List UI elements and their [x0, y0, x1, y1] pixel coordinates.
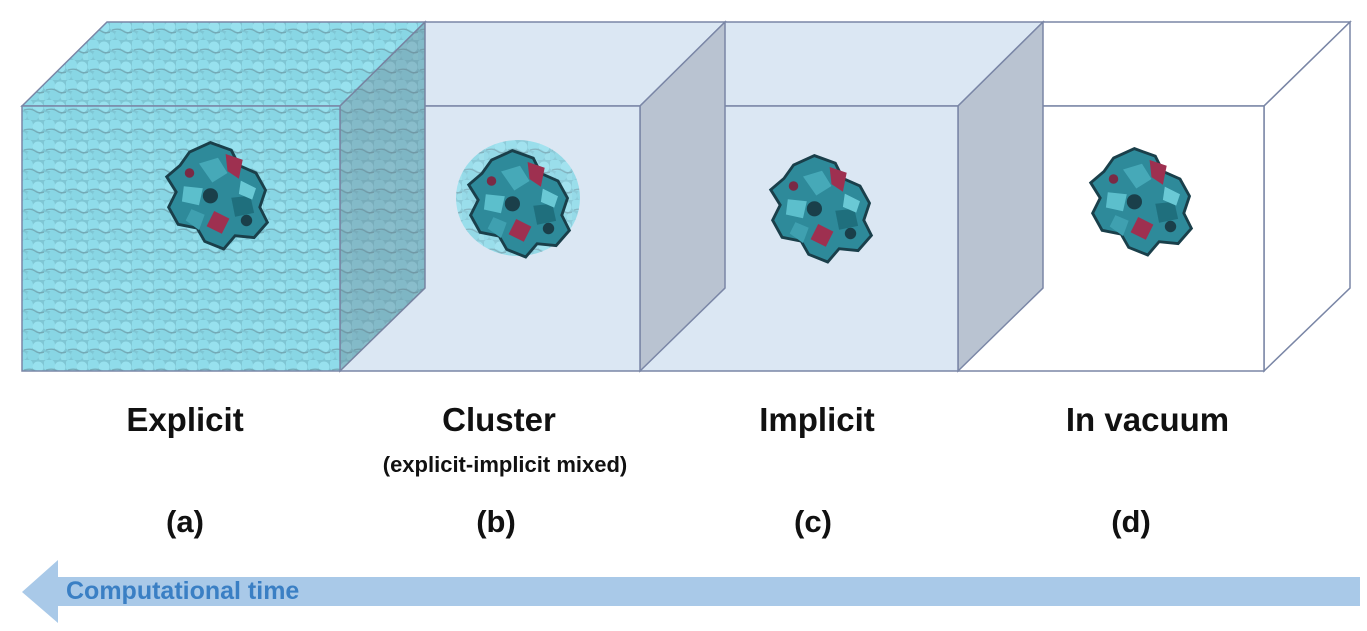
box-a-front-face — [21, 105, 341, 372]
panel-a-box — [20, 20, 427, 373]
panel-b-letter: (b) — [476, 504, 516, 539]
panel-a-letter: (a) — [166, 504, 204, 539]
panel-d-letter: (d) — [1111, 504, 1151, 539]
panel-c-title: Implicit — [759, 401, 875, 438]
panel-b-subtitle: (explicit-implicit mixed) — [382, 452, 628, 477]
arrow-shape — [22, 560, 1360, 623]
panel-b-title: Cluster — [442, 401, 556, 438]
computational-time-arrow — [22, 560, 1360, 623]
arrow-label: Computational time — [66, 577, 300, 605]
panel-a-title: Explicit — [126, 401, 244, 438]
panel-d-title: In vacuum — [1065, 401, 1230, 438]
panel-c-letter: (c) — [794, 504, 832, 539]
